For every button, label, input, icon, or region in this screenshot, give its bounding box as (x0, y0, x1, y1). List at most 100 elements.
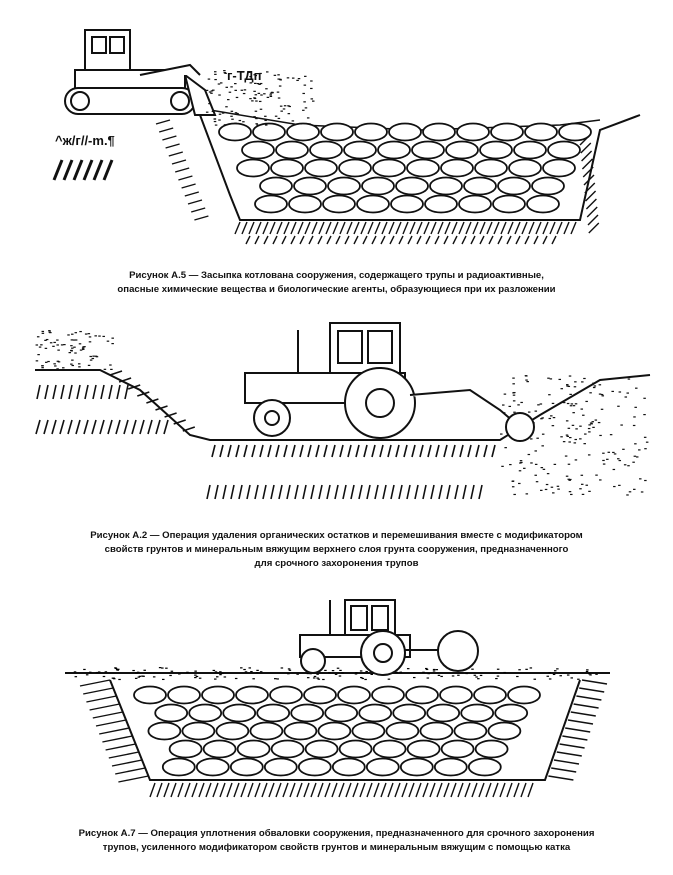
soil-dot (134, 677, 138, 679)
soil-dot (567, 478, 570, 480)
soil-dot (569, 436, 572, 439)
soil-dot (77, 363, 81, 365)
hatch-mark (294, 484, 299, 500)
soil-dot (544, 488, 548, 491)
soil-dot (560, 401, 564, 403)
soil-dot (73, 346, 76, 348)
soil-dot (601, 395, 605, 397)
hatch-mark (380, 235, 386, 245)
soil-dot (643, 436, 647, 438)
stone-mark (337, 685, 371, 705)
soil-dot (632, 461, 635, 463)
stone-mark (168, 739, 203, 759)
hatch-mark (296, 782, 303, 798)
soil-dot (322, 678, 325, 681)
soil-dot (310, 80, 313, 82)
soil-dot (548, 671, 551, 674)
soil-dot (623, 464, 627, 466)
soil-dot (260, 94, 263, 96)
hatch-mark (311, 221, 318, 235)
hatch-mark (389, 235, 395, 245)
hatch-mark (299, 235, 305, 245)
soil-dot (255, 123, 258, 125)
hatch-mark (111, 759, 143, 767)
stone-mark (317, 721, 352, 741)
soil-dot (259, 72, 262, 75)
stone-mark (270, 739, 305, 759)
soil-dot (49, 342, 53, 344)
soil-dot (296, 673, 299, 675)
hatch-mark (171, 159, 187, 165)
hatch-mark (318, 484, 323, 500)
soil-dot (530, 462, 533, 464)
soil-dot (113, 678, 116, 680)
stone-mark (406, 739, 441, 759)
soil-dot (306, 672, 310, 675)
hatch-mark (403, 444, 408, 458)
soil-dot (234, 89, 237, 91)
hatch-mark (366, 782, 373, 798)
soil-dot (516, 675, 519, 678)
soil-dot (633, 488, 636, 490)
soil-dot (592, 386, 596, 389)
soil-dot (626, 392, 629, 394)
soil-dot (78, 366, 81, 368)
stone-mark (456, 122, 490, 142)
hatch-mark (450, 782, 457, 798)
soil-dot (574, 438, 577, 441)
soil-dot (580, 408, 584, 410)
soil-dot (297, 78, 301, 80)
stone-mark (558, 122, 592, 142)
hatch-mark (425, 235, 431, 245)
soil-dot (45, 361, 48, 363)
hatch-mark (211, 444, 216, 458)
soil-dot (520, 461, 523, 464)
soil-dot (287, 113, 291, 115)
soil-dot (213, 118, 216, 120)
soil-dot (221, 112, 225, 114)
hatch-mark (235, 444, 240, 458)
soil-dot (299, 123, 302, 125)
hatch-mark (355, 444, 360, 458)
hatch-mark (290, 221, 297, 235)
soil-dot (223, 70, 226, 72)
stone-mark (445, 140, 479, 160)
hatch-mark (181, 183, 196, 189)
hatch-mark (434, 235, 440, 245)
stone-mark (473, 685, 507, 705)
soil-dot (527, 453, 531, 456)
soil-dot (249, 98, 252, 100)
hatch-mark (283, 444, 288, 458)
hatch-mark (488, 235, 494, 245)
soil-dot (253, 97, 256, 99)
hatch-mark (123, 419, 129, 435)
soil-dot (302, 109, 305, 111)
soil-dot (534, 410, 538, 412)
soil-dot (617, 405, 620, 407)
soil-dot (114, 667, 118, 670)
soil-dot (426, 677, 430, 679)
hatch-mark (254, 782, 261, 798)
soil-dot (592, 382, 595, 384)
soil-dot (512, 383, 515, 385)
soil-dot (583, 443, 586, 445)
soil-dot (525, 668, 528, 670)
stone-mark (372, 739, 407, 759)
hatch-mark (350, 484, 355, 500)
soil-dot (242, 92, 246, 95)
soil-dot (565, 434, 569, 436)
soil-dot (567, 463, 571, 465)
hatch-mark (118, 377, 132, 383)
hatch-mark (307, 444, 312, 458)
hatch-mark (248, 221, 255, 235)
hatch-mark (499, 782, 506, 798)
soil-dot (508, 405, 512, 408)
hatch-mark (230, 484, 235, 500)
soil-dot (234, 122, 237, 124)
soil-dot (280, 110, 283, 112)
caption-line: свойств грунтов и минеральным вяжущим ве… (104, 544, 569, 555)
hatch-mark (500, 221, 507, 235)
soil-dot (581, 381, 584, 383)
soil-dot (104, 671, 108, 673)
hatch-mark (338, 782, 345, 798)
